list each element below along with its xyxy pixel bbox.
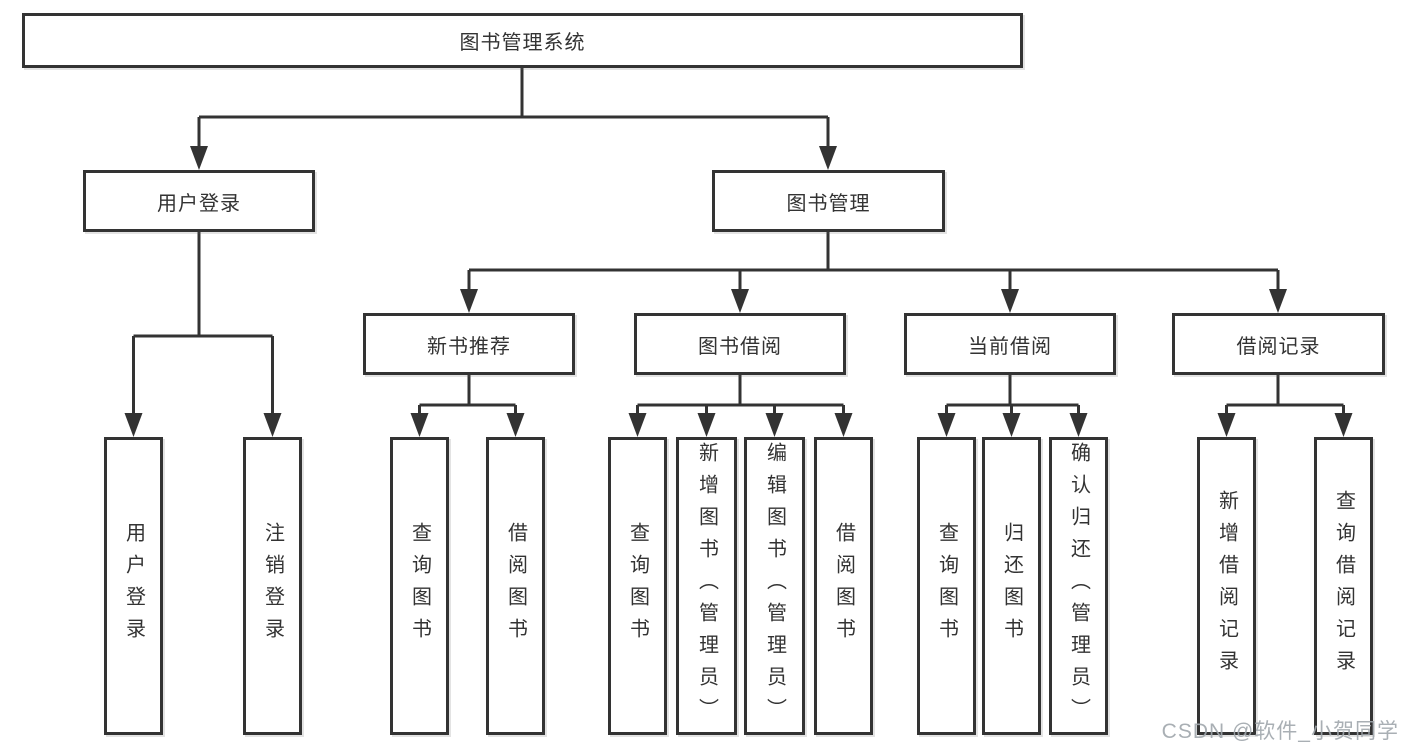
leaf-logout-label: 注销登录 [261, 522, 284, 650]
node-new-book-recommend-label: 新书推荐 [427, 335, 511, 358]
leaf-logout: 注销登录 [243, 437, 302, 735]
leaf-query-borrow-record: 查询借阅记录 [1314, 437, 1373, 735]
leaf-query-books-recommend: 查询图书 [390, 437, 449, 735]
node-book-management-label: 图书管理 [786, 192, 871, 215]
leaf-edit-books-admin: 编辑图书（管理员） [744, 437, 805, 735]
leaf-query-books-current-label: 查询图书 [935, 522, 958, 650]
leaf-user-login: 用户登录 [104, 437, 163, 735]
csdn-watermark: CSDN @软件_小贺同学 [1161, 720, 1399, 743]
leaf-add-books-admin: 新增图书（管理员） [676, 437, 737, 735]
node-user-login: 用户登录 [83, 170, 315, 232]
leaf-borrow-books-recommend-label: 借阅图书 [504, 522, 527, 650]
leaf-query-books-borrow: 查询图书 [608, 437, 667, 735]
leaf-return-books-label: 归还图书 [1000, 522, 1023, 650]
leaf-borrow-books-label: 借阅图书 [832, 522, 855, 650]
leaf-edit-books-admin-label: 编辑图书（管理员） [763, 442, 786, 730]
node-current-borrowing-label: 当前借阅 [968, 335, 1052, 358]
leaf-add-borrow-record-label: 新增借阅记录 [1215, 490, 1238, 682]
leaf-confirm-return-admin: 确认归还（管理员） [1049, 437, 1108, 735]
leaf-user-login-label: 用户登录 [122, 522, 145, 650]
node-new-book-recommend: 新书推荐 [363, 313, 575, 375]
node-borrowing-records: 借阅记录 [1172, 313, 1385, 375]
leaf-query-books-borrow-label: 查询图书 [626, 522, 649, 650]
node-user-login-label: 用户登录 [157, 192, 241, 215]
leaf-confirm-return-admin-label: 确认归还（管理员） [1067, 442, 1090, 730]
leaf-query-books-recommend-label: 查询图书 [408, 522, 431, 650]
leaf-query-books-current: 查询图书 [917, 437, 976, 735]
node-root: 图书管理系统 [22, 13, 1023, 68]
leaf-add-books-admin-label: 新增图书（管理员） [695, 442, 718, 730]
node-borrowing-records-label: 借阅记录 [1236, 335, 1321, 358]
node-root-label: 图书管理系统 [459, 32, 586, 54]
leaf-query-borrow-record-label: 查询借阅记录 [1332, 490, 1355, 682]
node-current-borrowing: 当前借阅 [904, 313, 1116, 375]
leaf-add-borrow-record: 新增借阅记录 [1197, 437, 1256, 735]
leaf-return-books: 归还图书 [982, 437, 1041, 735]
leaf-borrow-books-recommend: 借阅图书 [486, 437, 545, 735]
node-book-borrowing: 图书借阅 [634, 313, 846, 375]
node-book-management: 图书管理 [712, 170, 945, 232]
node-book-borrowing-label: 图书借阅 [698, 335, 782, 358]
leaf-borrow-books: 借阅图书 [814, 437, 873, 735]
